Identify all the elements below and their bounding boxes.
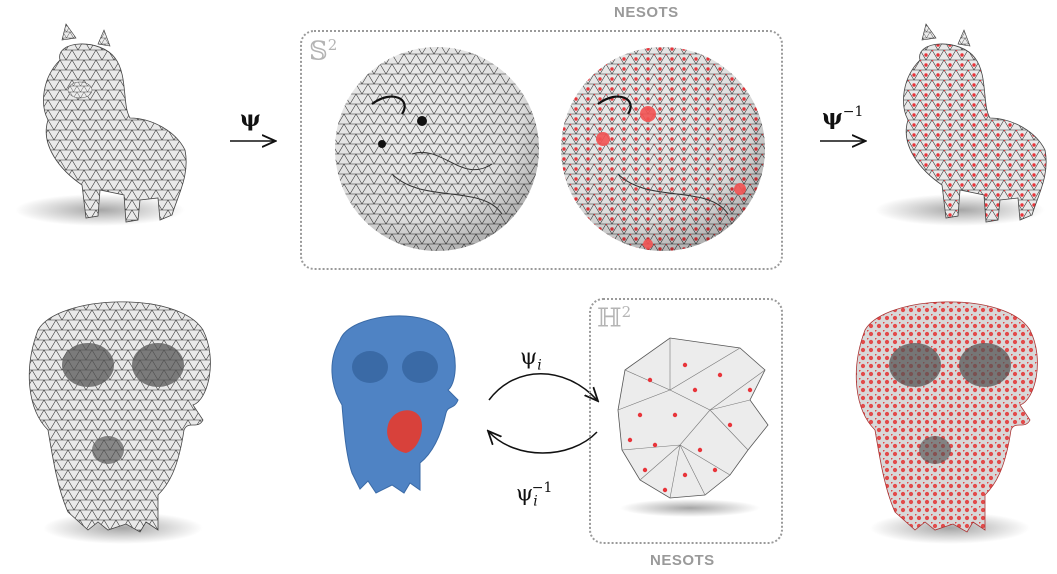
psi-map-label: ψ (240, 106, 261, 132)
sphere-domain-box (300, 30, 783, 270)
cow-sampled-output (875, 23, 1047, 226)
cow-mesh-input (15, 23, 187, 226)
skull-sampled-output (855, 301, 1038, 544)
psi-i-label: ψi (520, 345, 542, 374)
nesots-label-bottom: NESOTS (650, 552, 715, 569)
hyperbolic-domain-box (589, 298, 783, 544)
psi-inverse-label: ψ−1 (822, 104, 864, 131)
sphere-mesh (335, 47, 539, 251)
psi-i-inverse-label: ψi−1 (516, 480, 553, 510)
skull-chart-patch (331, 315, 459, 494)
sphere-sampled (561, 47, 765, 251)
skull-mesh-input (28, 301, 211, 544)
nesots-label-top: NESOTS (614, 4, 679, 21)
psi-inverse-arrow (820, 134, 868, 148)
hyperbolic-space-label: ℍ2 (597, 303, 632, 334)
hyperbolic-patch (617, 337, 769, 517)
psi-i-arrows (485, 373, 605, 454)
psi-arrow (230, 134, 278, 148)
sphere-space-label: 𝕊2 (309, 36, 338, 67)
